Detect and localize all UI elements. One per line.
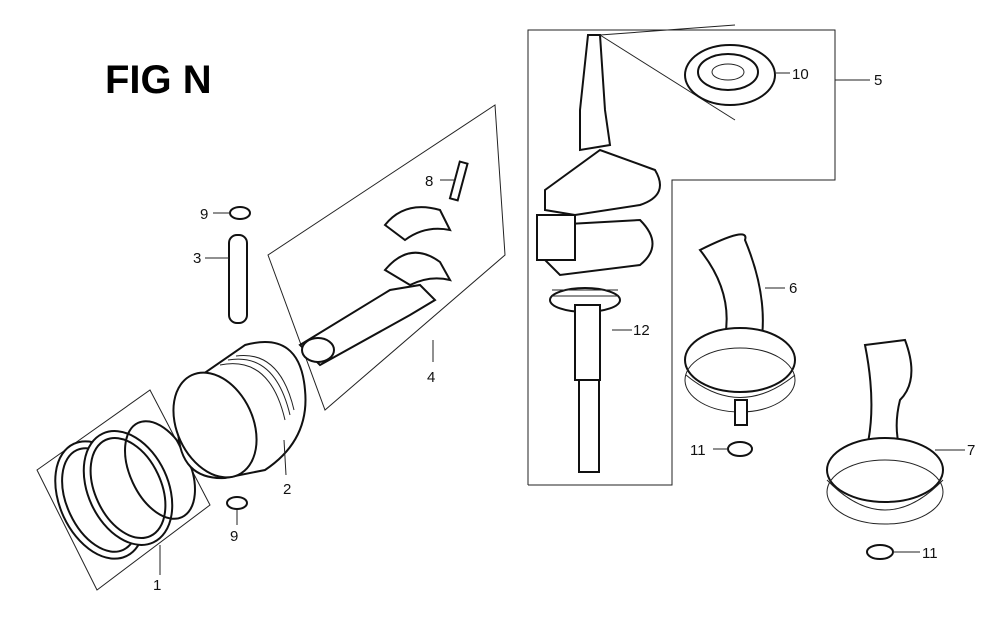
crankshaft	[536, 34, 661, 473]
balancer-shaft-7	[826, 338, 944, 525]
piston-pin-clip-top	[229, 206, 251, 220]
balancer-shaft-6	[684, 233, 796, 426]
label-11-b: 11	[922, 545, 938, 562]
piston-pin-clip-bottom	[226, 496, 248, 510]
label-6: 6	[789, 280, 797, 297]
label-12: 12	[633, 322, 650, 339]
balancer-washer-7	[866, 544, 894, 560]
label-5: 5	[874, 72, 882, 89]
label-10: 10	[792, 66, 809, 83]
connecting-rod	[298, 160, 469, 367]
label-7: 7	[967, 442, 975, 459]
label-3: 3	[193, 250, 201, 267]
conrod-bolt	[448, 160, 469, 202]
label-2: 2	[283, 481, 291, 498]
piston-ring-set	[36, 389, 211, 591]
piston	[172, 341, 307, 480]
label-11-a: 11	[690, 442, 706, 459]
ball-bearing	[599, 24, 776, 121]
figure-title: FIG N	[105, 58, 212, 102]
balancer-washer-6	[727, 441, 753, 457]
piston-pin	[228, 234, 248, 324]
label-9-top: 9	[200, 206, 208, 223]
label-8: 8	[425, 173, 433, 190]
label-4: 4	[427, 369, 435, 386]
label-9-bottom: 9	[230, 528, 238, 545]
label-1: 1	[153, 577, 161, 594]
